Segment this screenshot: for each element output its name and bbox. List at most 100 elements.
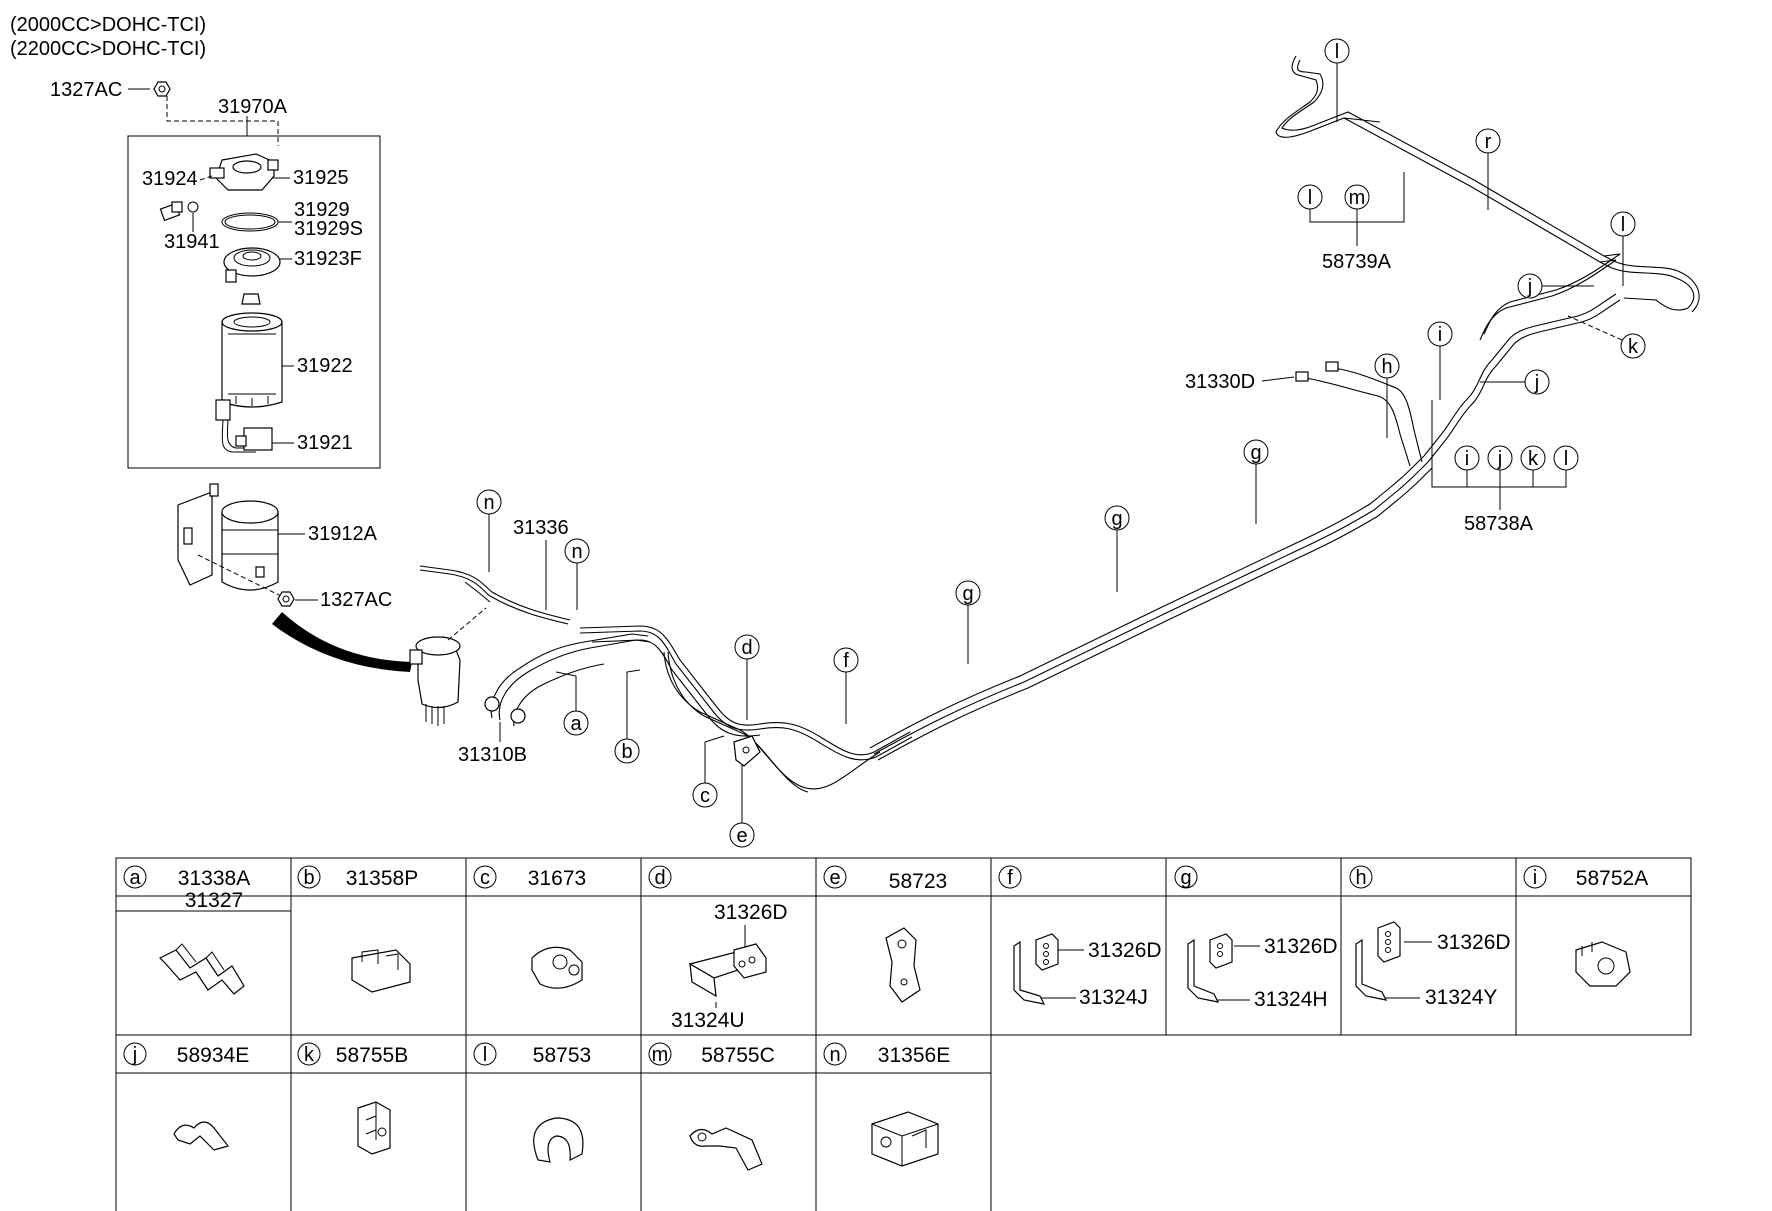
filter-assembly-frame <box>127 135 381 469</box>
engine-spec-line-1: (2000CC>DOHC-TCI) <box>10 14 206 36</box>
legend-part-31324U: 31324U <box>671 1009 745 1032</box>
callout-b: b <box>614 669 641 764</box>
legend-cell-f: f 31326D 31324J <box>998 865 1162 1009</box>
svg-text:i: i <box>1438 324 1442 346</box>
filter-bracket-icon <box>177 483 219 586</box>
legend-part-58755B: 58755B <box>336 1044 408 1067</box>
svg-text:g: g <box>1250 442 1261 464</box>
svg-text:i: i <box>1465 448 1469 470</box>
clip-j-icon <box>173 1121 230 1151</box>
nut-1327AC-bottom-icon <box>277 591 295 607</box>
label-31925: 31925 <box>293 167 349 189</box>
label-31330D: 31330D <box>1185 371 1255 393</box>
label-31912A: 31912A <box>308 523 378 545</box>
callout-l-right: l <box>1610 211 1636 286</box>
svg-text:k: k <box>1628 336 1639 358</box>
svg-text:d: d <box>654 867 665 889</box>
clip-i-icon <box>1575 941 1631 987</box>
svg-text:r: r <box>1485 131 1492 153</box>
svg-text:c: c <box>480 867 490 889</box>
label-1327AC-top: 1327AC <box>50 79 122 101</box>
legend-cell-e: e 58723 <box>823 865 947 1003</box>
legend-part-31326D-d: 31326D <box>714 901 788 924</box>
installed-filter-icon <box>409 607 487 726</box>
callout-e: e <box>729 760 755 848</box>
group-58739A: l m 58739A <box>1297 172 1405 273</box>
legend-part-31673: 31673 <box>528 867 586 890</box>
legend-part-31326D-h: 31326D <box>1437 931 1511 954</box>
svg-text:n: n <box>483 492 494 514</box>
clamp-h-icon <box>1355 921 1401 1001</box>
svg-text:m: m <box>1349 187 1366 209</box>
svg-text:h: h <box>1355 867 1366 889</box>
svg-text:k: k <box>304 1044 315 1066</box>
svg-text:j: j <box>1534 372 1539 394</box>
svg-text:f: f <box>1007 867 1013 889</box>
callout-n-1: n <box>476 489 502 572</box>
line-end-cap-icon <box>484 696 500 712</box>
clamp-d-icon <box>688 943 767 998</box>
filter-housing: 31912A 1327AC <box>177 483 412 672</box>
legend-cell-j: j 58934E <box>123 1042 249 1151</box>
svg-text:j: j <box>1497 448 1502 470</box>
clamp-f-icon <box>1013 933 1059 1005</box>
filter-head-icon <box>209 153 279 191</box>
engine-spec-line-2: (2200CC>DOHC-TCI) <box>10 38 206 60</box>
svg-text:g: g <box>1180 867 1191 889</box>
callout-f: f <box>833 647 859 724</box>
callout-h: h <box>1374 353 1400 438</box>
nut-1327AC-top-icon <box>153 81 171 97</box>
washer-icon <box>187 201 199 213</box>
legend-cell-m: m 58755C <box>648 1042 775 1171</box>
clamp-e-icon <box>885 927 921 1003</box>
callout-l-top: l <box>1324 38 1350 122</box>
clip-legend-table: a 31338A 31327 b 31358P c 31673 <box>115 857 1692 1211</box>
legend-cell-c: c 31673 <box>473 865 586 989</box>
svg-text:l: l <box>1308 187 1312 209</box>
svg-text:n: n <box>829 1044 840 1066</box>
line-end-cap-icon <box>510 708 526 724</box>
label-31970A: 31970A <box>218 96 288 118</box>
callout-d: d <box>734 634 760 720</box>
water-sensor-icon <box>215 399 273 453</box>
legend-part-58723: 58723 <box>889 870 947 893</box>
legend-part-31326D-f: 31326D <box>1088 939 1162 962</box>
callout-g-1: g <box>955 580 981 664</box>
callout-c: c <box>692 735 725 808</box>
callout-g-2: g <box>1104 505 1130 592</box>
svg-text:g: g <box>1111 508 1122 530</box>
svg-text:d: d <box>741 637 752 659</box>
callout-r: r <box>1475 128 1501 210</box>
callout-j-1: j <box>1480 369 1550 395</box>
svg-text:e: e <box>829 867 840 889</box>
legend-cell-i: i 58752A <box>1523 865 1648 987</box>
clamp-e-installed-icon <box>733 735 761 767</box>
o-ring-icon <box>221 212 279 232</box>
legend-part-31356E: 31356E <box>878 1044 950 1067</box>
filter-cartridge-icon <box>221 312 283 408</box>
fuel-lines <box>419 55 1700 793</box>
group-58738A: i j k l 58738A <box>1431 400 1579 535</box>
svg-text:j: j <box>132 1044 137 1066</box>
label-31924: 31924 <box>142 168 198 190</box>
seal-icon <box>241 293 261 305</box>
label-31941: 31941 <box>164 231 220 253</box>
clip-l-icon <box>533 1117 584 1163</box>
label-31929S: 31929S <box>294 218 363 240</box>
label-31922: 31922 <box>297 355 353 377</box>
legend-cell-l: l 58753 <box>473 1042 591 1163</box>
legend-cell-d: d 31326D 31324U <box>648 865 788 1032</box>
svg-text:a: a <box>570 713 582 735</box>
svg-text:l: l <box>1335 41 1339 63</box>
svg-text:l: l <box>1621 214 1625 236</box>
label-58738A: 58738A <box>1464 513 1534 535</box>
legend-cell-a: a 31338A 31327 <box>123 865 250 995</box>
legend-cell-b: b 31358P <box>297 865 418 993</box>
clip-c-icon <box>531 946 583 989</box>
svg-text:a: a <box>129 867 141 889</box>
clip-b-icon <box>351 949 411 993</box>
svg-text:l: l <box>1564 448 1568 470</box>
clip-m-icon <box>689 1127 763 1171</box>
callout-j-2: j <box>1517 273 1594 299</box>
legend-part-58753: 58753 <box>533 1044 591 1067</box>
